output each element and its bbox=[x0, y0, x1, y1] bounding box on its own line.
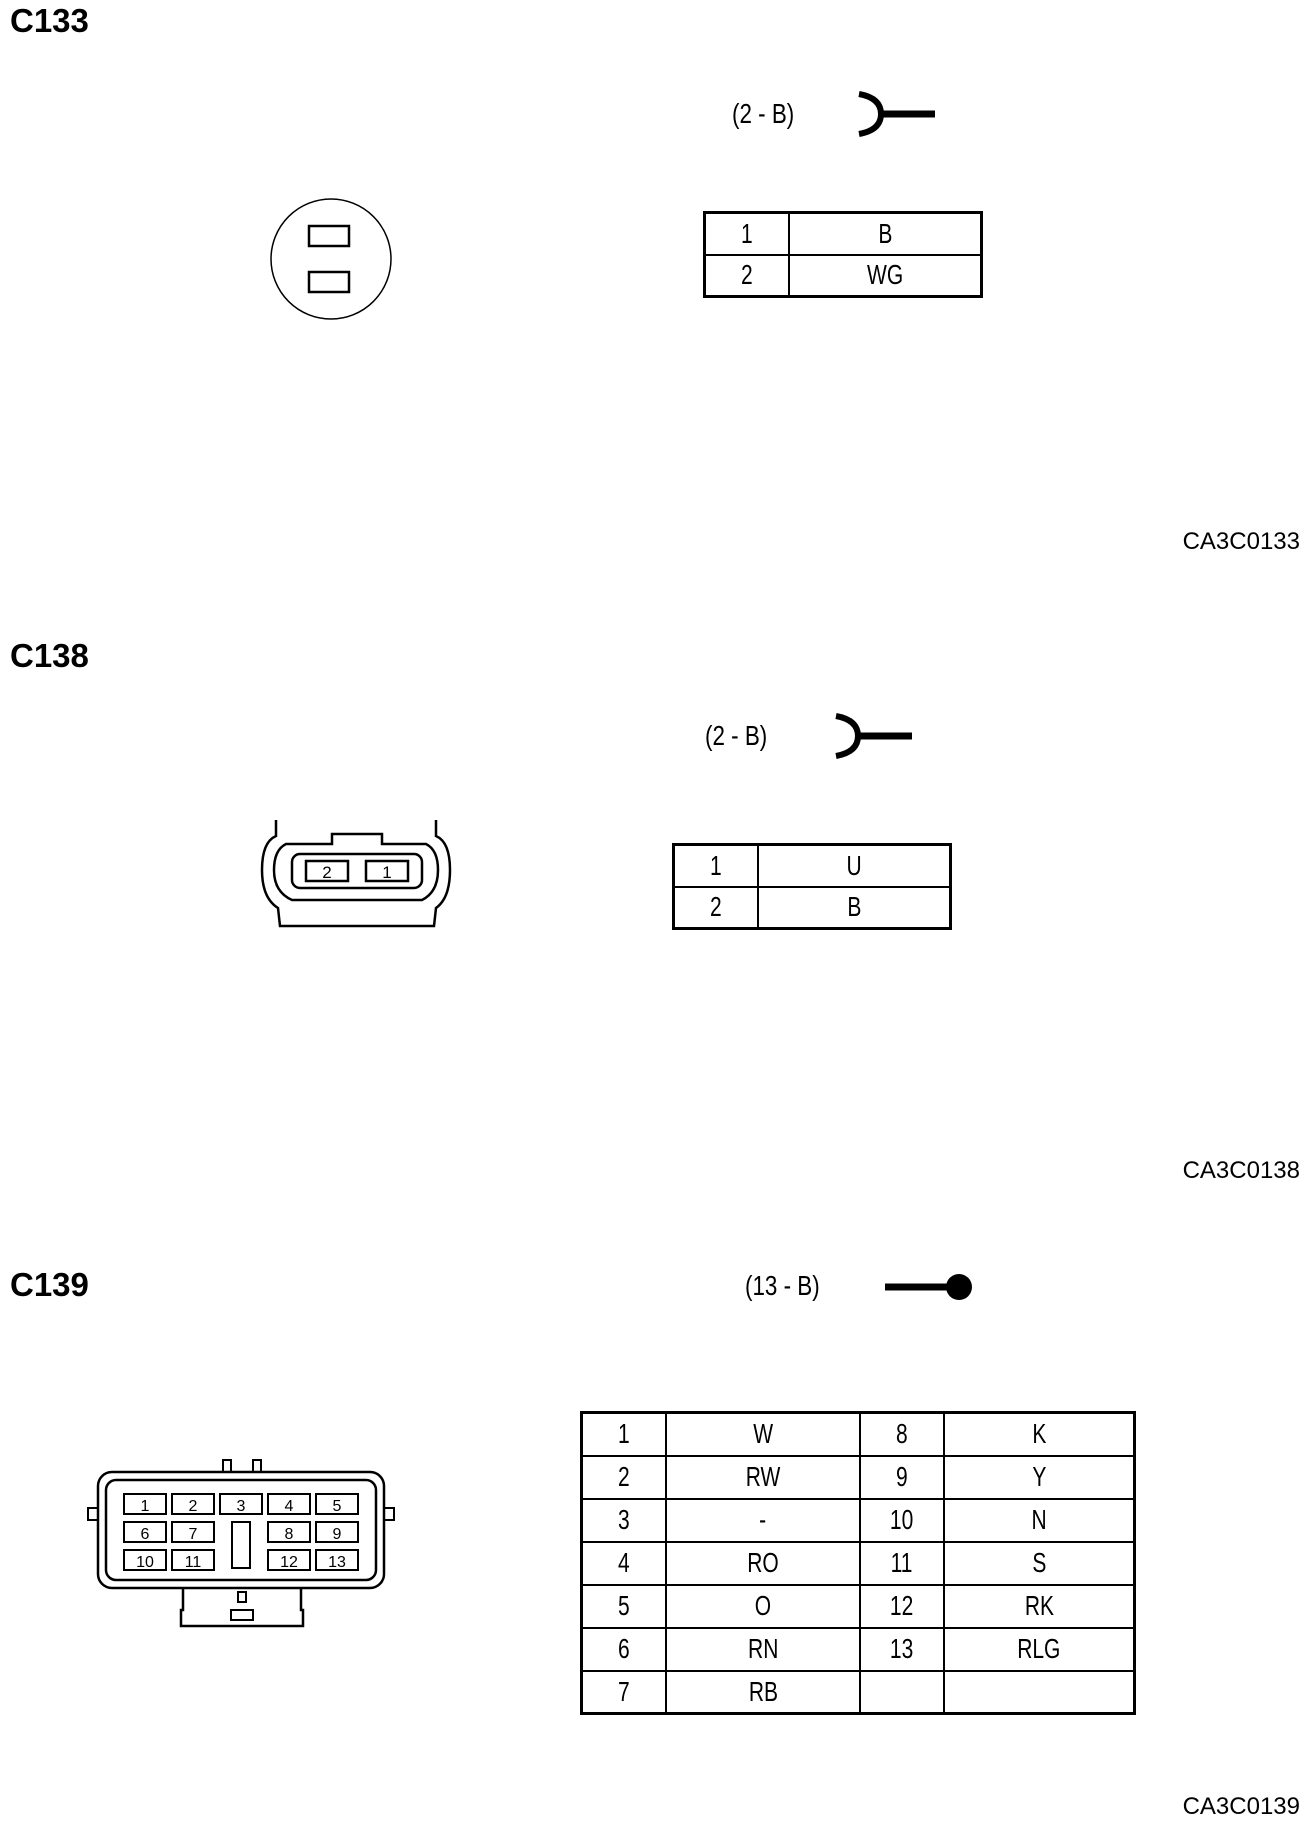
connector-face-c138: 2 1 bbox=[260, 820, 452, 928]
wire-color: W bbox=[665, 1411, 861, 1457]
spec-c138: (2 - B) bbox=[705, 720, 768, 751]
pin-symbol-icon bbox=[885, 1274, 972, 1300]
table-row: 4 RO 11 S bbox=[580, 1540, 1136, 1586]
wire-color: RB bbox=[665, 1669, 861, 1715]
wire-color: B bbox=[788, 211, 983, 256]
pin-slot bbox=[267, 1493, 311, 1515]
pin-label: 4 bbox=[285, 1498, 294, 1515]
pin-slot bbox=[123, 1493, 167, 1515]
reference-code-c133: CA3C0133 bbox=[1182, 528, 1300, 555]
pin-label: 10 bbox=[136, 1554, 154, 1571]
wire-color: RLG bbox=[943, 1626, 1136, 1672]
section-title-c133: C133 bbox=[10, 2, 89, 39]
wire-color: RW bbox=[665, 1454, 861, 1500]
pin-slot bbox=[307, 270, 351, 294]
table-row: 1 W 8 K bbox=[580, 1411, 1136, 1457]
pin-number: 5 bbox=[580, 1583, 667, 1629]
wire-color: U bbox=[757, 843, 952, 888]
connector-face-c133 bbox=[270, 198, 392, 320]
spec-c133: (2 - B) bbox=[732, 98, 795, 129]
section-title-c138: C138 bbox=[10, 637, 89, 674]
table-row: 2 B bbox=[672, 885, 952, 930]
pin-label: 9 bbox=[333, 1526, 342, 1543]
pin-table-c138: 1 U 2 B bbox=[672, 843, 952, 930]
spec-c139: (13 - B) bbox=[745, 1270, 820, 1301]
table-row: 1 B bbox=[703, 211, 983, 256]
pin-label: 8 bbox=[285, 1526, 294, 1543]
pin-label: 1 bbox=[382, 863, 391, 882]
reference-code-c139: CA3C0139 bbox=[1182, 1793, 1300, 1820]
pin-number: 2 bbox=[672, 885, 759, 930]
pin-slot bbox=[304, 859, 350, 883]
pin-label: 11 bbox=[185, 1554, 202, 1571]
wire-color: S bbox=[943, 1540, 1136, 1586]
wire-color bbox=[943, 1669, 1136, 1715]
pin-label: 3 bbox=[237, 1498, 246, 1515]
pin-slot bbox=[123, 1521, 167, 1543]
reference-code-c138: CA3C0138 bbox=[1182, 1157, 1300, 1184]
pin-slot bbox=[267, 1521, 311, 1543]
wire-color: - bbox=[665, 1497, 861, 1543]
table-row: 3 - 10 N bbox=[580, 1497, 1136, 1543]
pin-number: 3 bbox=[580, 1497, 667, 1543]
pin-label: 5 bbox=[333, 1498, 342, 1515]
fork-symbol-icon bbox=[858, 91, 935, 137]
pin-label: 12 bbox=[280, 1554, 298, 1571]
pin-slot bbox=[171, 1493, 215, 1515]
pin-label: 1 bbox=[141, 1498, 150, 1515]
pin-number: 13 bbox=[859, 1626, 945, 1672]
table-row: 6 RN 13 RLG bbox=[580, 1626, 1136, 1672]
pin-label: 7 bbox=[189, 1526, 198, 1543]
pin-number: 4 bbox=[580, 1540, 667, 1586]
pin-number: 2 bbox=[580, 1454, 667, 1500]
wire-color: RN bbox=[665, 1626, 861, 1672]
pin-number: 12 bbox=[859, 1583, 945, 1629]
pin-slot bbox=[171, 1549, 215, 1571]
pin-number: 1 bbox=[580, 1411, 667, 1457]
pin-table-c133: 1 B 2 WG bbox=[703, 211, 983, 298]
pin-slot bbox=[219, 1493, 263, 1515]
table-row: 2 RW 9 Y bbox=[580, 1454, 1136, 1500]
pin-label: 2 bbox=[322, 863, 331, 882]
pin-number: 7 bbox=[580, 1669, 667, 1715]
pin-slot bbox=[315, 1549, 359, 1571]
pin-number: 9 bbox=[859, 1454, 945, 1500]
table-row: 7 RB bbox=[580, 1669, 1136, 1715]
pin-number: 11 bbox=[859, 1540, 945, 1586]
pin-slot bbox=[123, 1549, 167, 1571]
pin-label: 6 bbox=[141, 1526, 150, 1543]
pin-slot bbox=[267, 1549, 311, 1571]
pin-number: 10 bbox=[859, 1497, 945, 1543]
wire-color: RK bbox=[943, 1583, 1136, 1629]
table-row: 2 WG bbox=[703, 253, 983, 298]
pin-slot bbox=[315, 1521, 359, 1543]
wire-color: N bbox=[943, 1497, 1136, 1543]
table-row: 5 O 12 RK bbox=[580, 1583, 1136, 1629]
pin-label: 2 bbox=[189, 1498, 198, 1515]
section-title-c139: C139 bbox=[10, 1266, 89, 1303]
wire-color: B bbox=[757, 885, 952, 930]
pin-table-c139: 1 W 8 K 2 RW 9 Y 3 - 10 N 4 RO 11 S 5 O … bbox=[580, 1411, 1136, 1715]
pin-slot bbox=[364, 859, 410, 883]
wire-color: Y bbox=[943, 1454, 1136, 1500]
fork-symbol-icon bbox=[835, 713, 912, 759]
pin-slot bbox=[315, 1493, 359, 1515]
table-row: 1 U bbox=[672, 843, 952, 888]
pin-slot bbox=[307, 224, 351, 248]
wire-color: O bbox=[665, 1583, 861, 1629]
pin-number: 8 bbox=[859, 1411, 945, 1457]
pin-slot bbox=[171, 1521, 215, 1543]
pin-number bbox=[859, 1669, 945, 1715]
pin-label: 13 bbox=[328, 1554, 346, 1571]
pin-number: 6 bbox=[580, 1626, 667, 1672]
pin-number: 2 bbox=[703, 253, 790, 298]
connector-face-c139: 1 2 3 4 5 6 7 8 9 10 11 12 13 bbox=[87, 1459, 395, 1628]
wire-color: WG bbox=[788, 253, 983, 298]
wire-color: RO bbox=[665, 1540, 861, 1586]
pin-number: 1 bbox=[703, 211, 790, 256]
pin-number: 1 bbox=[672, 843, 759, 888]
wire-color: K bbox=[943, 1411, 1136, 1457]
